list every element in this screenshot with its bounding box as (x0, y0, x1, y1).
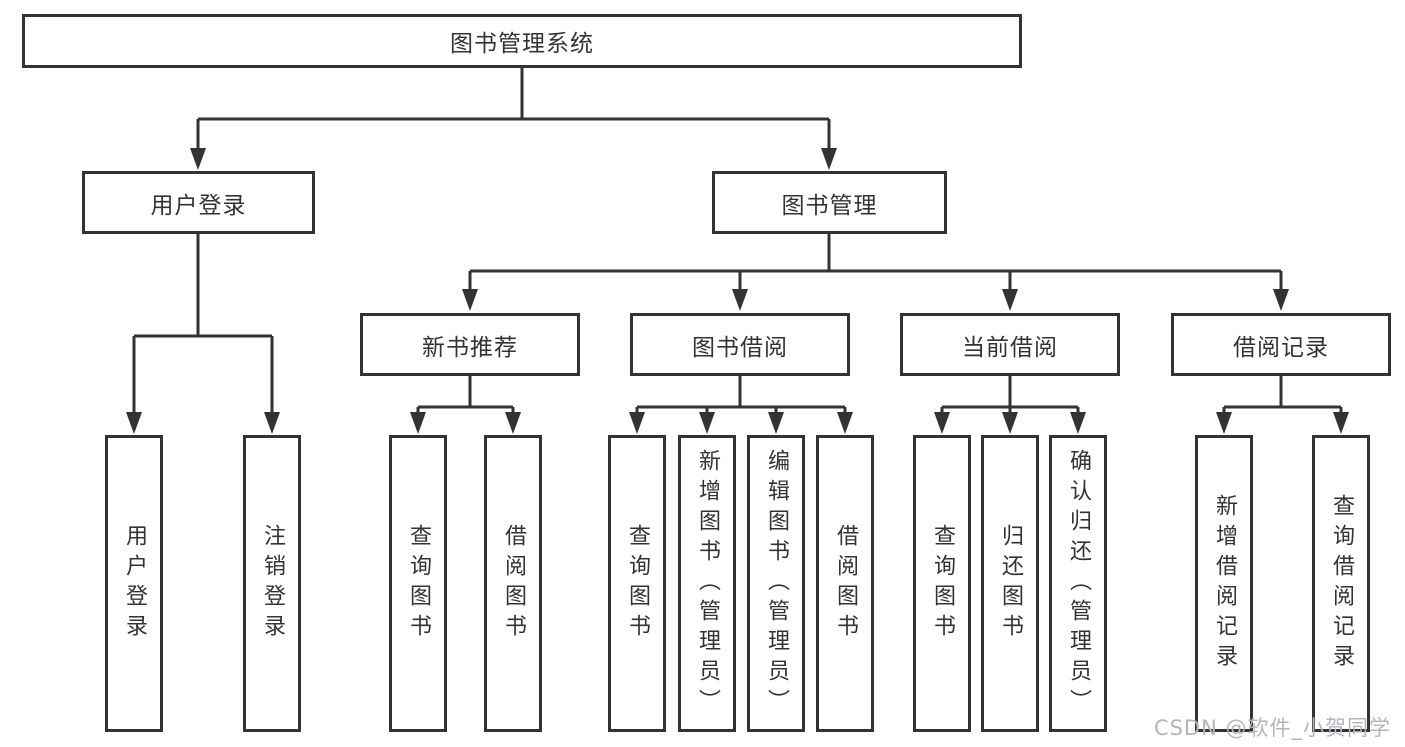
leaf-current-confirm-return-admin: 确认归还（管理员） (1049, 435, 1107, 732)
leaf-recommend-borrow-books: 借阅图书 (484, 435, 542, 732)
arrowhead (821, 148, 837, 170)
leaf-user-login-label: 用户登录 (122, 523, 147, 644)
arrowhead (1216, 412, 1232, 434)
leaf-records-add-record-label: 新增借阅记录 (1212, 493, 1237, 674)
node-borrowing-records: 借阅记录 (1171, 313, 1391, 376)
leaf-records-query-record: 查询借阅记录 (1312, 435, 1370, 732)
leaf-recommend-borrow-books-label: 借阅图书 (501, 523, 526, 644)
node-book-borrowing: 图书借阅 (630, 313, 850, 376)
arrowhead (934, 412, 950, 434)
node-current-borrowing: 当前借阅 (900, 313, 1120, 376)
leaf-current-return-books-label: 归还图书 (998, 523, 1023, 644)
leaf-borrowing-borrow-books: 借阅图书 (816, 435, 874, 732)
leaf-borrowing-query-books: 查询图书 (608, 435, 666, 732)
node-book-management: 图书管理 (712, 171, 947, 234)
arrowhead (629, 412, 645, 434)
arrowhead (1070, 412, 1086, 434)
leaf-borrowing-borrow-books-label: 借阅图书 (833, 523, 858, 644)
arrowhead (462, 289, 478, 311)
node-new-book-recommend-label: 新书推荐 (422, 334, 518, 361)
node-current-borrowing-label: 当前借阅 (962, 334, 1058, 361)
node-user-login-group-label: 用户登录 (150, 192, 247, 219)
leaf-current-query-books-label: 查询图书 (930, 523, 955, 644)
leaf-current-query-books: 查询图书 (913, 435, 971, 732)
node-book-borrowing-label: 图书借阅 (692, 334, 788, 361)
leaf-recommend-query-books-label: 查询图书 (406, 523, 431, 644)
leaf-recommend-query-books: 查询图书 (389, 435, 447, 732)
arrowhead (264, 412, 280, 434)
leaf-logout-label: 注销登录 (260, 523, 285, 644)
leaf-borrowing-edit-books-admin-label: 编辑图书（管理员） (764, 448, 789, 719)
leaf-borrowing-add-books-admin: 新增图书（管理员） (678, 435, 736, 732)
arrowhead (732, 289, 748, 311)
arrowhead (699, 412, 715, 434)
arrowhead (1333, 412, 1349, 434)
node-root: 图书管理系统 (22, 14, 1022, 68)
arrowhead (837, 412, 853, 434)
node-new-book-recommend: 新书推荐 (360, 313, 580, 376)
node-user-login-group: 用户登录 (82, 171, 315, 234)
arrowhead (190, 148, 206, 170)
arrowhead (1273, 289, 1289, 311)
node-book-management-label: 图书管理 (781, 192, 878, 219)
arrowhead (505, 412, 521, 434)
node-borrowing-records-label: 借阅记录 (1233, 334, 1329, 361)
arrowhead (1002, 412, 1018, 434)
arrowhead (768, 412, 784, 434)
arrowhead (1002, 289, 1018, 311)
arrowhead (126, 412, 142, 434)
leaf-borrowing-edit-books-admin: 编辑图书（管理员） (747, 435, 805, 732)
leaf-borrowing-add-books-admin-label: 新增图书（管理员） (695, 448, 720, 719)
leaf-borrowing-query-books-label: 查询图书 (625, 523, 650, 644)
leaf-logout: 注销登录 (243, 435, 301, 732)
leaf-current-confirm-return-admin-label: 确认归还（管理员） (1066, 448, 1091, 719)
node-root-label: 图书管理系统 (450, 31, 594, 57)
leaf-user-login: 用户登录 (105, 435, 163, 732)
leaf-records-add-record: 新增借阅记录 (1195, 435, 1253, 732)
leaf-current-return-books: 归还图书 (981, 435, 1039, 732)
arrowhead (410, 412, 426, 434)
leaf-records-query-record-label: 查询借阅记录 (1329, 493, 1354, 674)
csdn-watermark: CSDN @软件_小贺同学 (1153, 716, 1391, 740)
